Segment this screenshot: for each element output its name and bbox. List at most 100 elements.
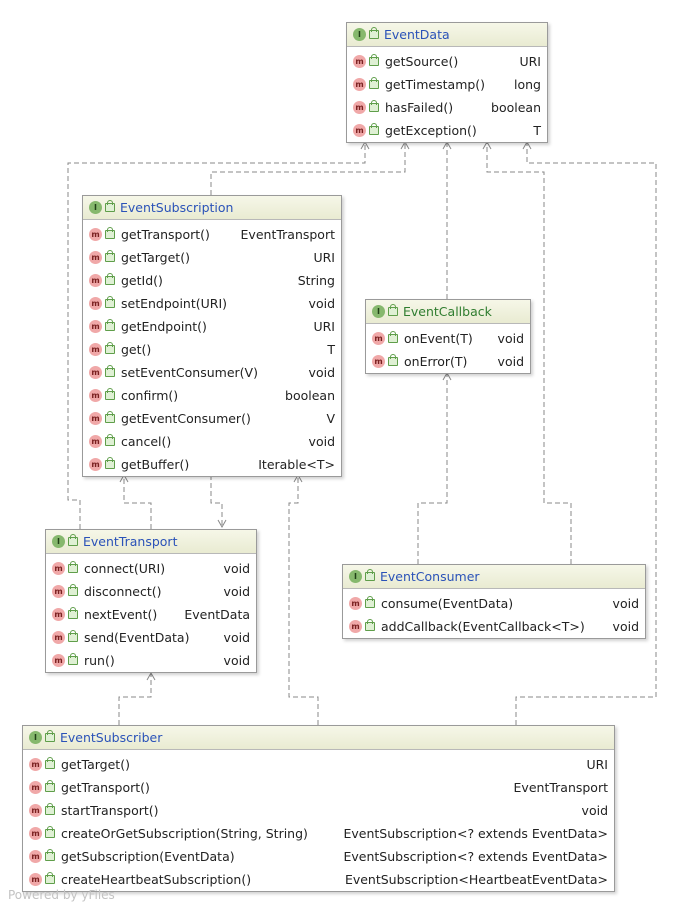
return-type: void	[612, 596, 639, 611]
return-type: EventSubscription<? extends EventData>	[343, 826, 609, 841]
method-icon: m	[29, 827, 42, 840]
edge-subscriber-to-transport	[118, 673, 152, 725]
public-lock-icon	[68, 653, 78, 665]
public-lock-icon	[105, 200, 115, 212]
method-icon: m	[89, 458, 102, 471]
method-icon: m	[89, 320, 102, 333]
arrowhead	[217, 519, 227, 529]
return-type: boolean	[285, 388, 335, 403]
arrowhead	[482, 140, 492, 150]
method-name: consume(EventData)	[381, 596, 514, 611]
method-icon: m	[29, 781, 42, 794]
method-icon: m	[29, 758, 42, 771]
arrowhead	[146, 671, 156, 681]
public-lock-icon	[369, 77, 379, 89]
public-lock-icon	[68, 607, 78, 619]
method-name: createOrGetSubscription(String, String)	[61, 826, 308, 841]
return-type: URI	[313, 250, 335, 265]
method-icon: m	[353, 78, 366, 91]
method-name: getTransport()	[121, 227, 210, 242]
arrowhead	[442, 140, 452, 150]
method-name: startTransport()	[61, 803, 159, 818]
method-row[interactable]: m getSource() URI	[347, 50, 547, 73]
public-lock-icon	[105, 411, 115, 423]
return-type: EventData	[184, 607, 250, 622]
method-name: getSource()	[385, 54, 459, 69]
return-type: T	[327, 342, 335, 357]
public-lock-icon	[45, 826, 55, 838]
public-lock-icon	[105, 457, 115, 469]
method-name: getSubscription(EventData)	[61, 849, 235, 864]
method-name: getBuffer()	[121, 457, 190, 472]
return-type: EventSubscription<? extends EventData>	[343, 849, 609, 864]
return-type: void	[223, 561, 250, 576]
class-header: I EventTransport	[46, 530, 256, 554]
public-lock-icon	[105, 273, 115, 285]
return-type: URI	[313, 319, 335, 334]
public-lock-icon	[105, 342, 115, 354]
class-header: I EventSubscriber	[23, 726, 614, 750]
public-lock-icon	[105, 227, 115, 239]
method-icon: m	[353, 55, 366, 68]
class-name: EventConsumer	[380, 569, 480, 584]
interface-icon: I	[89, 201, 102, 214]
return-type: long	[514, 77, 541, 92]
return-type: void	[497, 331, 524, 346]
method-row[interactable]: m createOrGetSubscription(String, String)…	[23, 822, 614, 845]
return-type: EventSubscription<HeartbeatEventData>	[344, 872, 608, 887]
edge-transport-to-subscription	[123, 475, 152, 529]
interface-icon: I	[29, 731, 42, 744]
return-type: URI	[519, 54, 541, 69]
method-name: getId()	[121, 273, 163, 288]
interface-icon: I	[52, 535, 65, 548]
interface-icon: I	[353, 28, 366, 41]
public-lock-icon	[105, 365, 115, 377]
method-icon: m	[52, 585, 65, 598]
public-lock-icon	[45, 872, 55, 884]
method-icon: m	[29, 873, 42, 886]
method-icon: m	[89, 412, 102, 425]
method-icon: m	[372, 355, 385, 368]
edge-subscription-to-transport	[210, 475, 223, 527]
method-name: confirm()	[121, 388, 179, 403]
method-name: hasFailed()	[385, 100, 454, 115]
